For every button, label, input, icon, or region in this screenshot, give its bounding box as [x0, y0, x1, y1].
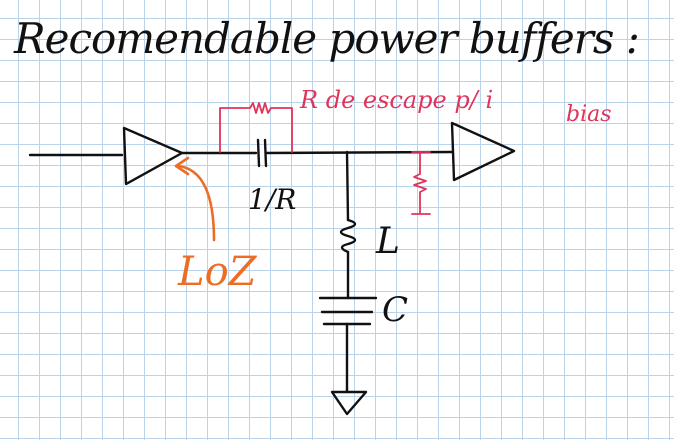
low-z-arrowhead	[174, 156, 190, 176]
capacitor-label: 1/R	[248, 183, 297, 216]
shunt-inductor	[339, 218, 357, 254]
output-buffer	[450, 121, 516, 182]
page-title: Recomendable power buffers :	[14, 14, 640, 63]
bypass-resistor	[219, 102, 293, 153]
bias-note: bias	[566, 102, 612, 127]
shunt-capacitor	[318, 296, 378, 326]
shunt-wire-top	[345, 150, 350, 222]
resistor-escape-note: R de escape p/ i	[300, 86, 494, 114]
bias-resistor	[411, 151, 431, 215]
ground-symbol	[330, 390, 368, 416]
inductor-label: L	[376, 221, 400, 262]
input-buffer	[122, 126, 184, 186]
low-z-label: LoZ	[178, 249, 257, 295]
shunt-capacitor-label: C	[382, 290, 409, 330]
low-z-arrow	[176, 164, 216, 242]
